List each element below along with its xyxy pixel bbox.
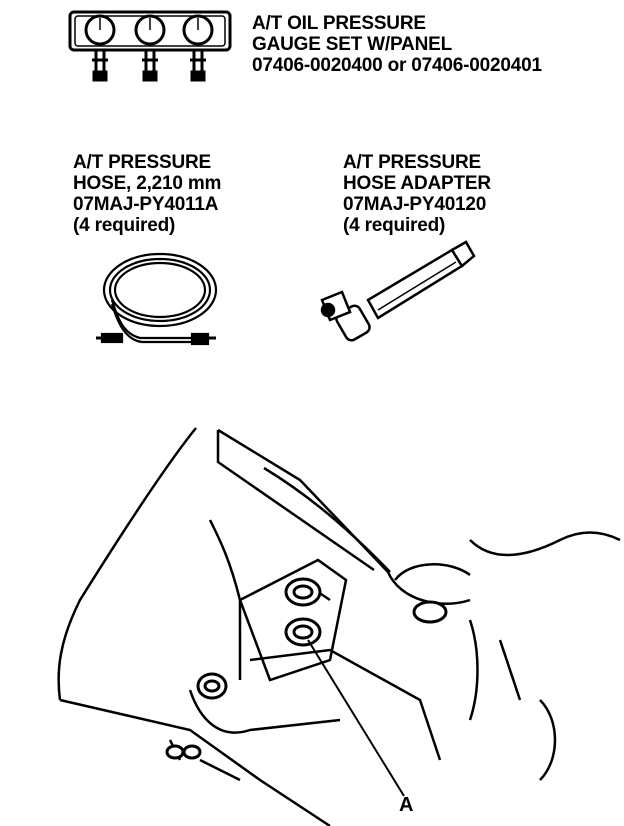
adapter-title-line1: A/T PRESSURE bbox=[343, 152, 482, 173]
hose-adapter-illustration bbox=[320, 240, 476, 342]
adapter-title-line2: HOSE ADAPTER bbox=[343, 173, 491, 194]
hose-title-line1: A/T PRESSURE bbox=[73, 152, 212, 173]
adapter-label: A/T PRESSURE HOSE ADAPTER 07MAJ-PY40120 … bbox=[343, 152, 491, 236]
transmission-illustration bbox=[57, 427, 621, 826]
adapter-part-number: 07MAJ-PY40120 bbox=[343, 194, 487, 215]
adapter-quantity: (4 required) bbox=[343, 215, 446, 236]
pressure-hose-illustration bbox=[96, 252, 218, 346]
gauge-set-part-numbers: 07406-0020400 or 07406-0020401 bbox=[252, 55, 542, 76]
gauge-set-title-line1: A/T OIL PRESSURE bbox=[252, 13, 426, 34]
hose-part-number: 07MAJ-PY4011A bbox=[73, 194, 219, 215]
hose-quantity: (4 required) bbox=[73, 215, 176, 236]
gauge-set-illustration bbox=[68, 10, 232, 82]
callout-a-leader bbox=[307, 639, 405, 797]
pressure-ports bbox=[165, 577, 448, 760]
gauge-set-label: A/T OIL PRESSURE GAUGE SET W/PANEL 07406… bbox=[252, 13, 542, 76]
gauge-set-title-line2: GAUGE SET W/PANEL bbox=[252, 34, 452, 55]
hose-label: A/T PRESSURE HOSE, 2,210 mm 07MAJ-PY4011… bbox=[73, 152, 221, 236]
hose-title-line2: HOSE, 2,210 mm bbox=[73, 173, 222, 194]
callout-a-label: A bbox=[399, 794, 414, 816]
